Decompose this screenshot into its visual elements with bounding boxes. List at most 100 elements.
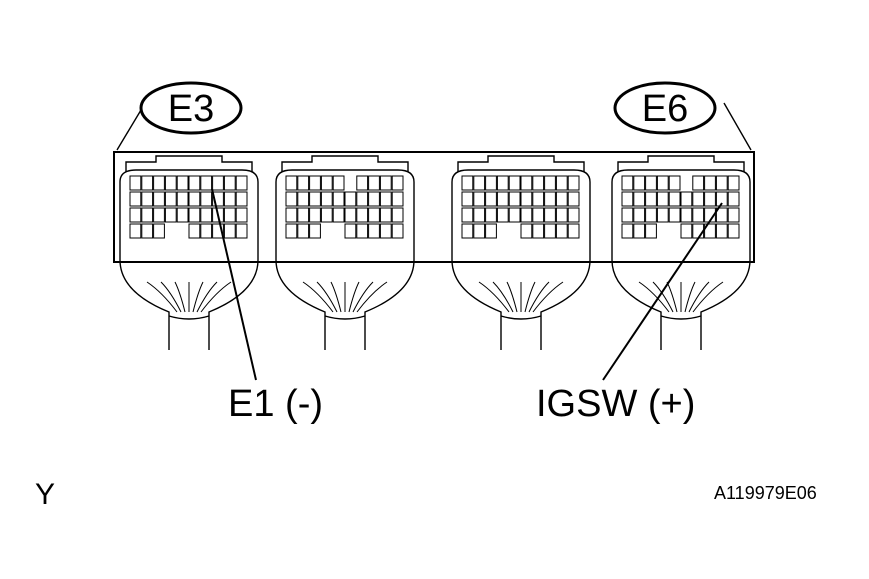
connector-2-terminal <box>368 223 380 239</box>
connector-4-boot <box>611 169 751 350</box>
connector-4-terminal <box>692 175 705 191</box>
connector-2-terminal <box>391 175 404 191</box>
connector-4-terminal <box>656 191 669 207</box>
connector-2-terminal <box>391 207 404 223</box>
connector-1-wire <box>192 281 204 313</box>
connector-1-terminal <box>212 175 224 191</box>
connector-2-terminal <box>368 191 380 207</box>
connector-4-terminal <box>633 191 646 207</box>
connector-1-terminal <box>223 191 236 207</box>
connector-3-terminal <box>555 223 568 239</box>
connector-3-wire <box>478 281 510 313</box>
connector-1-terminal <box>200 191 213 207</box>
connector-2-wire <box>356 281 388 313</box>
connector-3-terminal <box>567 207 580 223</box>
connector-2-terminal <box>356 175 369 191</box>
connector-3-terminal <box>485 207 497 223</box>
connector-1-terminal <box>188 191 201 207</box>
connector-1-terminal <box>235 191 248 207</box>
connector-1-terminal <box>188 223 201 239</box>
connector-2-terminal <box>285 223 298 239</box>
connector-1-terminal <box>164 191 177 207</box>
connector-e6-oval <box>613 81 717 135</box>
connector-4-terminal <box>704 223 716 239</box>
connector-1-terminal <box>176 207 189 223</box>
connector-3-terminal <box>496 191 509 207</box>
connector-2-terminal <box>368 207 380 223</box>
connector-4-terminal <box>621 223 634 239</box>
connector-4-terminal <box>727 191 740 207</box>
connector-1-terminal <box>141 207 154 223</box>
connector-4-terminal <box>645 207 657 223</box>
connector-3-terminal <box>508 175 521 191</box>
connector-e3-oval <box>139 81 243 135</box>
connector-2-terminal <box>320 191 333 207</box>
connector-e6-label: E6 <box>641 88 689 130</box>
connector-4-terminal <box>692 207 705 223</box>
connector-1-terminal <box>188 207 201 223</box>
connector-3-terminal <box>461 175 474 191</box>
connector-3-terminal <box>532 207 545 223</box>
igsw-terminal-label: IGSW (+) <box>536 383 696 425</box>
connector-1-terminal <box>129 223 142 239</box>
connector-2-terminal <box>391 191 404 207</box>
igsw-leader-line <box>602 202 723 381</box>
connector-4-terminal <box>656 175 669 191</box>
connector-1-terminal <box>129 191 142 207</box>
connector-2-terminal <box>297 223 310 239</box>
connector-2-terminal <box>332 207 345 223</box>
connector-1-terminal <box>223 207 236 223</box>
connector-e3-label: E3 <box>167 88 215 130</box>
connector-2-terminal <box>344 207 357 223</box>
connector-2-terminal <box>320 207 333 223</box>
connector-1-terminal <box>212 223 224 239</box>
connector-3-terminal <box>485 191 497 207</box>
connector-4-wire <box>666 281 678 313</box>
connector-3-terminal <box>555 207 568 223</box>
connector-4-terminal <box>621 207 634 223</box>
connector-1-harness-band <box>168 315 210 320</box>
connector-4-terminal <box>680 191 693 207</box>
connector-2-latch <box>281 155 409 172</box>
connector-1-terminal <box>164 175 177 191</box>
connector-2-terminal <box>297 175 310 191</box>
connector-4-terminal <box>715 207 728 223</box>
connector-1-terminal <box>200 175 213 191</box>
connector-3-terminal <box>461 207 474 223</box>
connector-3-terminal <box>508 207 521 223</box>
connector-2-terminal <box>297 207 310 223</box>
connector-2-terminal <box>391 223 404 239</box>
connector-2-terminal <box>356 191 369 207</box>
connector-2-terminal <box>379 223 392 239</box>
connector-3-terminal <box>532 191 545 207</box>
connector-4-terminal <box>633 223 646 239</box>
e1-terminal-label: E1 (-) <box>228 383 323 425</box>
connector-3-terminal <box>508 191 521 207</box>
connector-1-terminal <box>129 175 142 191</box>
connector-3-terminal <box>544 175 556 191</box>
connector-3-terminal <box>520 175 533 191</box>
connector-4-terminal <box>668 207 681 223</box>
connector-2-boot <box>275 169 415 350</box>
connector-3-wire <box>528 281 550 313</box>
connector-2-terminal <box>297 191 310 207</box>
connector-3-terminal <box>473 175 486 191</box>
connector-1-terminal <box>212 191 224 207</box>
connector-2-terminal <box>379 207 392 223</box>
connector-2-terminal <box>309 191 321 207</box>
connector-1-terminal <box>200 223 213 239</box>
connector-2-terminal <box>285 191 298 207</box>
connector-1-terminal <box>176 191 189 207</box>
connector-3-terminal <box>555 175 568 191</box>
connector-2-wire <box>352 281 374 313</box>
connector-1-terminal <box>129 207 142 223</box>
connector-2-wire <box>348 281 360 313</box>
connector-3-terminal <box>496 207 509 223</box>
connector-1-terminal <box>235 223 248 239</box>
connector-3-terminal <box>520 223 533 239</box>
connector-1-terminal <box>141 223 154 239</box>
connector-2-wire <box>302 281 334 313</box>
connector-4-terminal <box>656 207 669 223</box>
connector-2-terminal <box>332 191 345 207</box>
